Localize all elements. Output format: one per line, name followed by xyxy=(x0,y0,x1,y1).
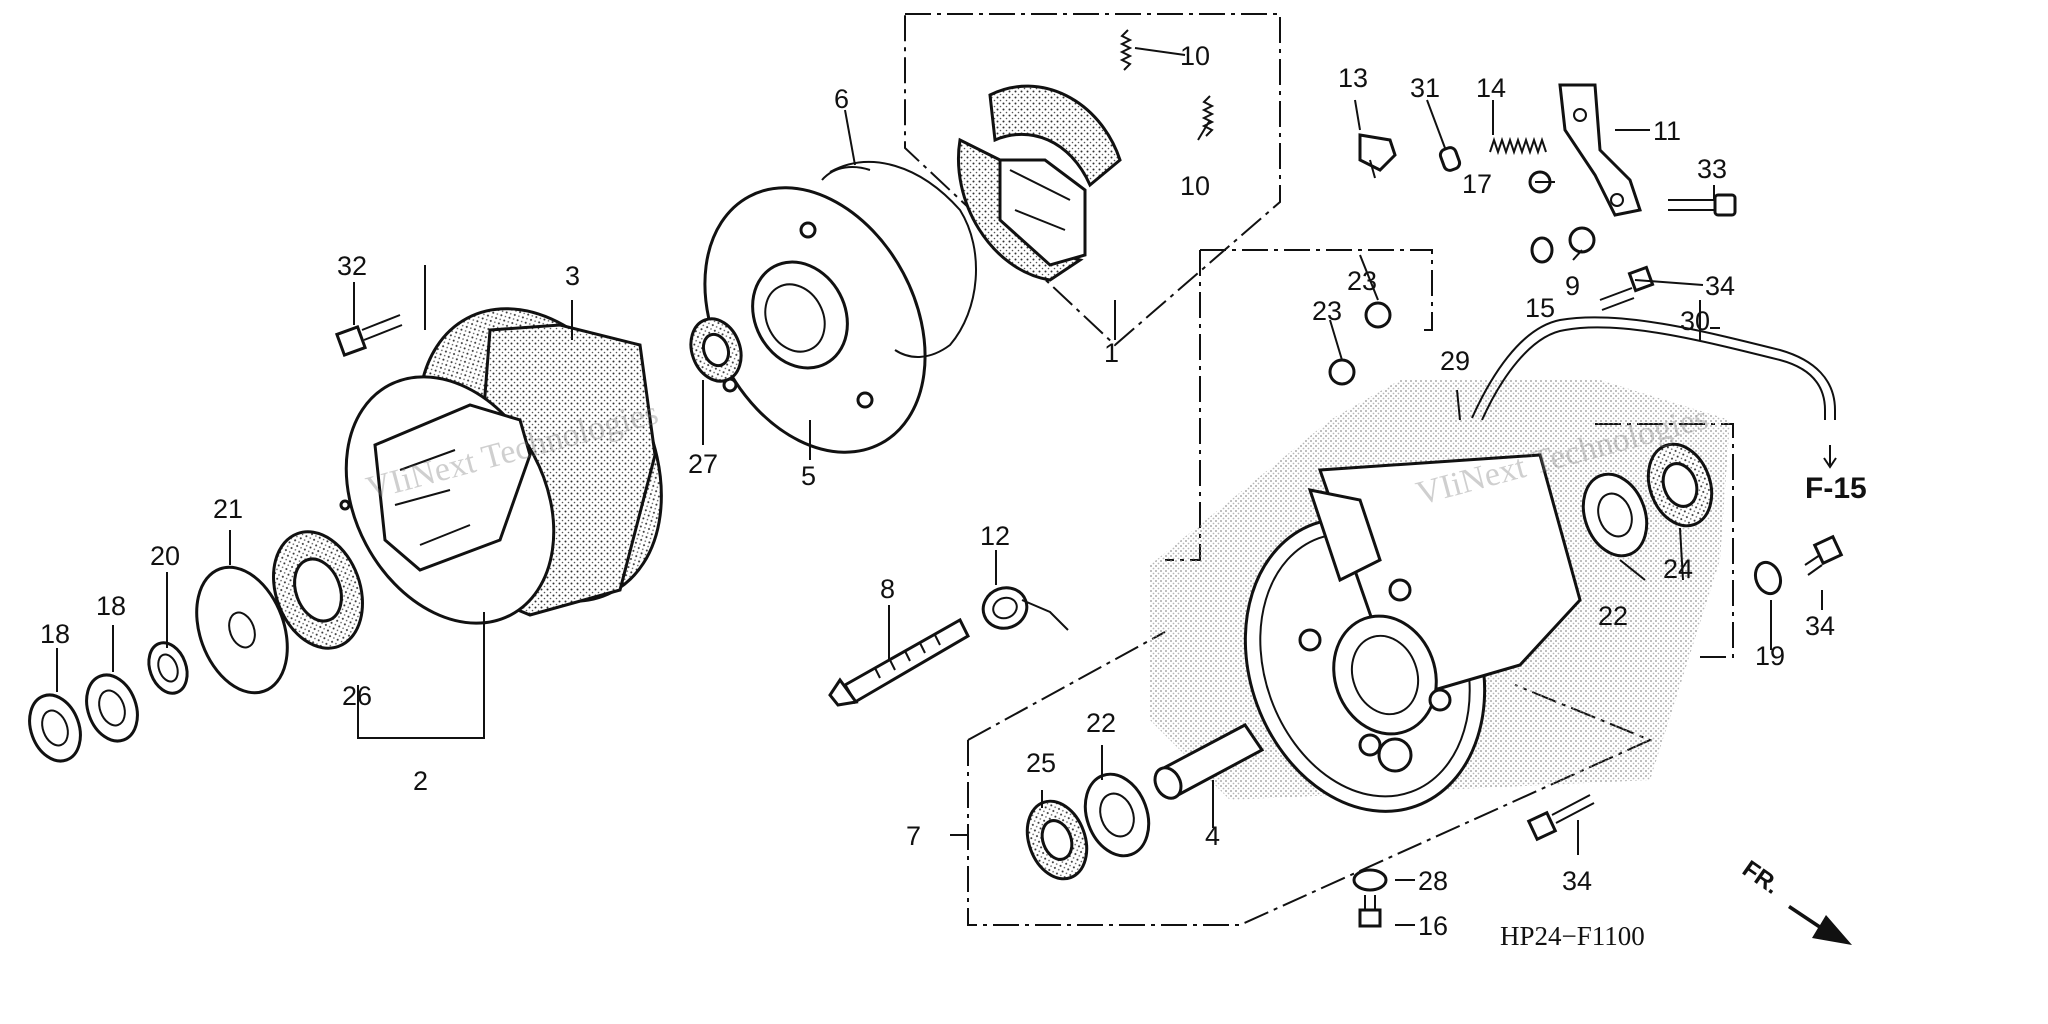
callout-16: 16 xyxy=(1418,911,1448,941)
group-outline-bearing xyxy=(1595,423,1734,658)
callout-31: 31 xyxy=(1410,73,1440,103)
callout-30: 30 xyxy=(1680,306,1710,336)
callout-21: 21 xyxy=(213,494,243,524)
hub-assembly-part xyxy=(1243,453,1582,813)
left-parts-stack xyxy=(28,530,364,763)
callout-34a: 34 xyxy=(1705,271,1735,301)
callout-23a: 23 xyxy=(1312,296,1342,326)
group-outline-hub xyxy=(1200,249,1433,331)
diagram-code: HP24−F1100 xyxy=(1500,921,1645,951)
o-ring-small-part xyxy=(821,166,871,181)
callout-3: 3 xyxy=(565,261,580,291)
bolt-part-34-right xyxy=(1804,534,1844,576)
callout-20: 20 xyxy=(150,541,180,571)
callout-11: 11 xyxy=(1653,116,1681,146)
brake-panel-part xyxy=(703,186,927,454)
callout-28: 28 xyxy=(1418,866,1448,896)
brake-drum-part xyxy=(339,307,663,625)
callout-9: 9 xyxy=(1565,271,1580,301)
upper-right-parts xyxy=(1328,83,1737,386)
brake-shoes-part xyxy=(957,84,1122,282)
bolt-part-16 xyxy=(1358,895,1382,928)
callout-26: 26 xyxy=(342,681,372,711)
callout-2: 2 xyxy=(413,766,428,796)
callout-22a: 22 xyxy=(1086,708,1116,738)
callout-27: 27 xyxy=(688,449,718,479)
callout-12: 12 xyxy=(980,521,1010,551)
o-ring-part xyxy=(829,160,977,358)
callout-10b: 10 xyxy=(1180,171,1210,201)
callout-10a: 10 xyxy=(1180,41,1210,71)
spring-part-12 xyxy=(981,586,1069,631)
callout-33: 33 xyxy=(1697,154,1727,184)
washer-part-28 xyxy=(1352,868,1388,892)
bolt-part-32 xyxy=(334,314,403,358)
spring-part-10a xyxy=(1119,29,1133,71)
callout-18a: 18 xyxy=(40,619,70,649)
leader-lines xyxy=(56,47,1823,926)
group-outline-lower xyxy=(967,631,1166,741)
callout-5: 5 xyxy=(801,461,816,491)
callout-19: 19 xyxy=(1755,641,1785,671)
direction-arrow-icon xyxy=(1788,905,1852,945)
callout-4: 4 xyxy=(1205,821,1220,851)
callout-34c: 34 xyxy=(1562,866,1592,896)
callout-14: 14 xyxy=(1476,73,1506,103)
group-outline-brake-shoes xyxy=(904,13,1281,347)
callout-24: 24 xyxy=(1663,554,1693,584)
callout-23b: 23 xyxy=(1347,266,1377,296)
callout-25: 25 xyxy=(1026,748,1056,778)
ref-arrow xyxy=(1823,445,1837,469)
distance-collar-part-4 xyxy=(1153,723,1265,800)
spring-part-10b xyxy=(1201,95,1215,137)
callout-18b: 18 xyxy=(96,591,126,621)
bearing-part-22-upper xyxy=(1581,472,1649,558)
callout-17: 17 xyxy=(1462,169,1492,199)
ref-label: F-15 xyxy=(1805,472,1867,505)
callout-1: 1 xyxy=(1104,338,1119,368)
breather-tube-part-30 xyxy=(1481,326,1826,421)
callout-8: 8 xyxy=(880,574,895,604)
callout-29: 29 xyxy=(1440,346,1470,376)
washer-part-19 xyxy=(1753,560,1783,596)
callout-6: 6 xyxy=(834,84,849,114)
callout-13: 13 xyxy=(1338,63,1368,93)
callout-7: 7 xyxy=(906,821,921,851)
brake-cam-part xyxy=(828,617,970,707)
callout-34b: 34 xyxy=(1805,611,1835,641)
direction-label: FR. xyxy=(1737,855,1784,899)
bolt-part-34-lower xyxy=(1526,794,1595,842)
callout-22b: 22 xyxy=(1598,601,1628,631)
callout-15: 15 xyxy=(1525,293,1555,323)
callout-32: 32 xyxy=(337,251,367,281)
